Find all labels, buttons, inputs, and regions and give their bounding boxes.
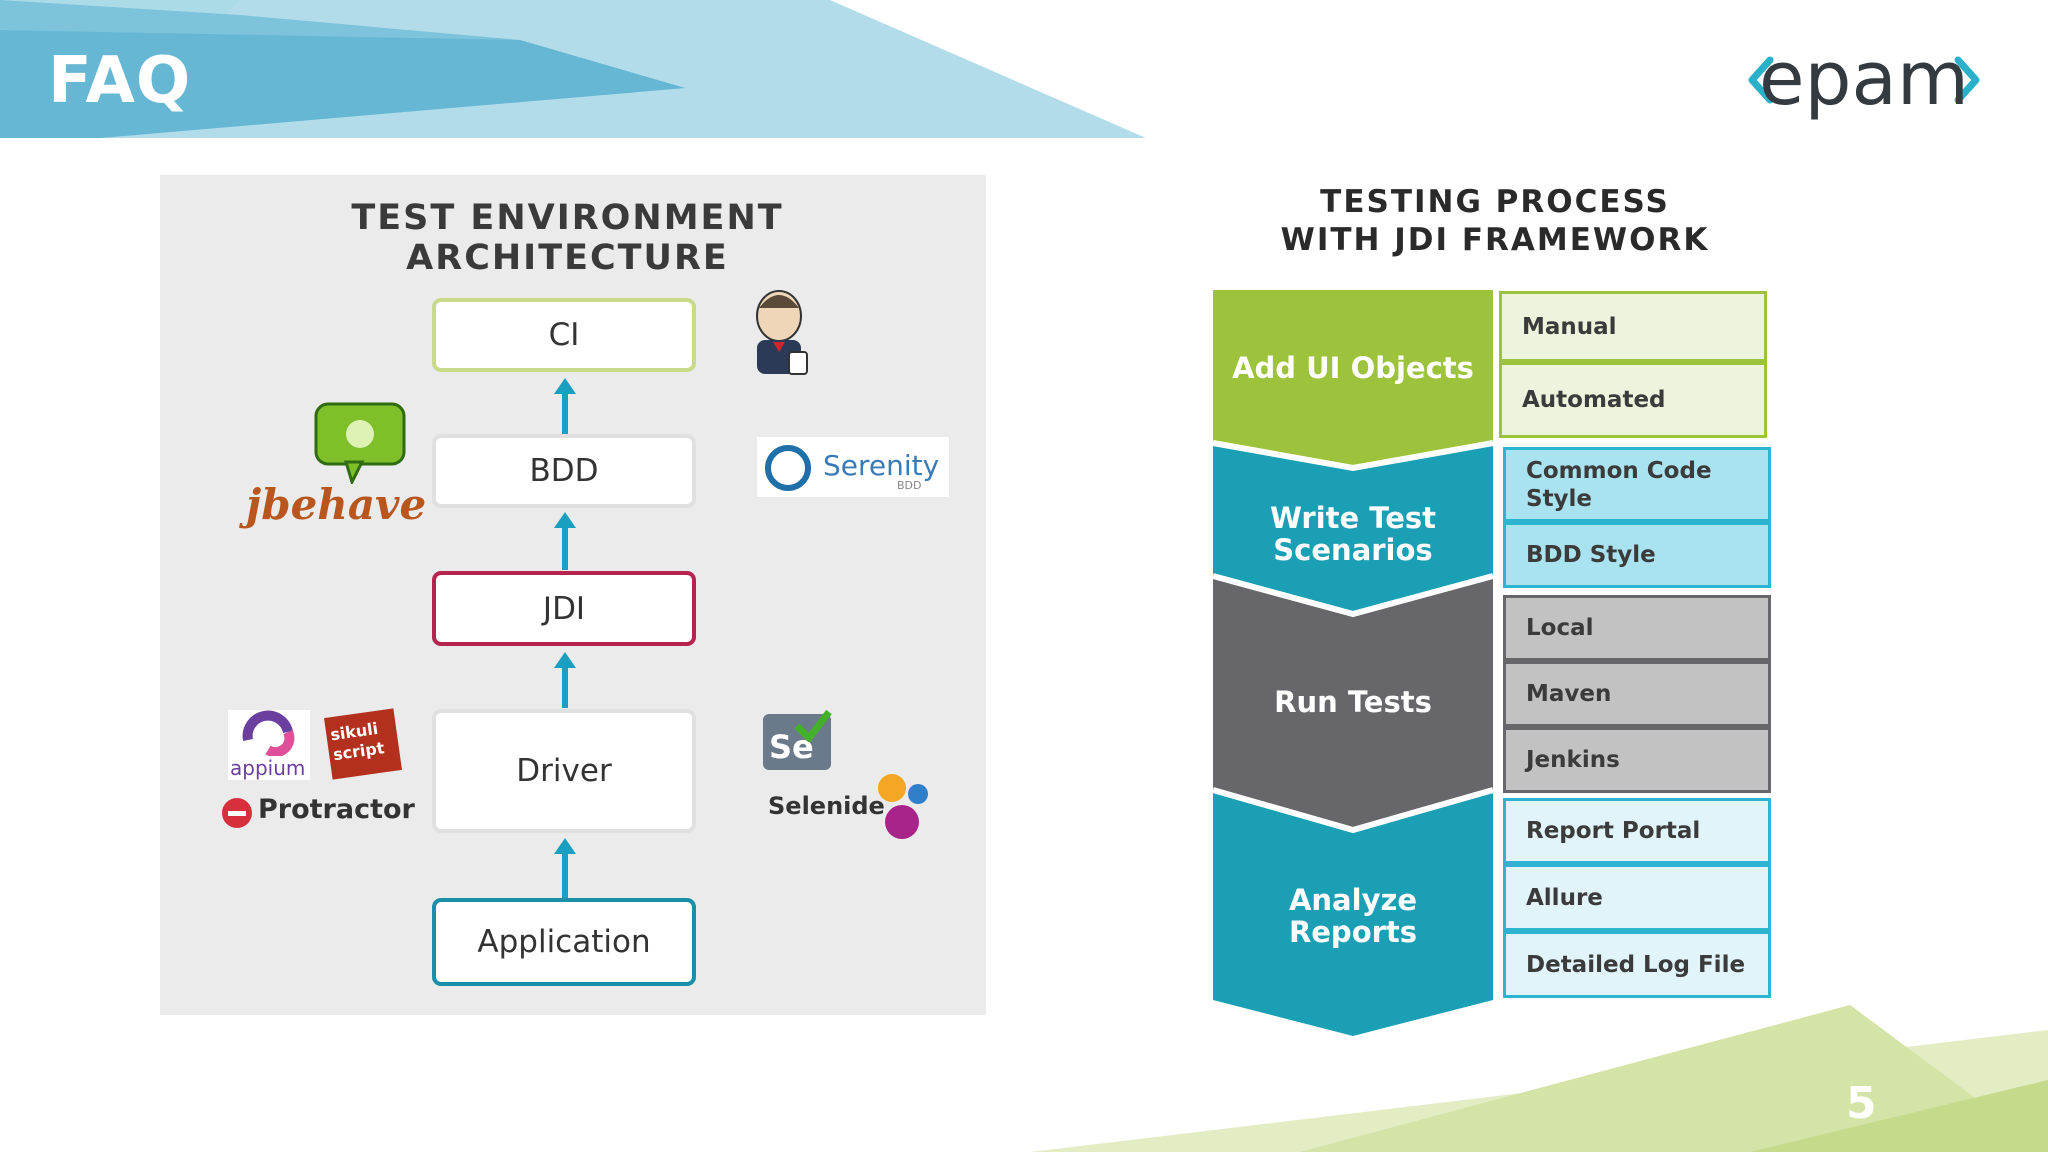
layer-ci-label: CI	[548, 317, 580, 353]
selenide-logo-text: Selenide	[768, 792, 885, 820]
item-local: Local	[1503, 595, 1771, 661]
arrow-up-icon	[554, 838, 576, 898]
stage-run-tests-shape	[1213, 576, 1493, 830]
layer-ci: CI	[432, 298, 696, 372]
item-manual-label: Manual	[1522, 313, 1617, 340]
checkmark-icon	[794, 709, 832, 742]
selenium-logo: Se	[763, 709, 832, 770]
stage-add-ui-objects-label: Add UI Objects	[1232, 351, 1474, 385]
arrow-up-icon	[554, 512, 576, 570]
item-common-code-style-label: Common Code Style	[1526, 457, 1712, 512]
layer-driver: Driver	[432, 709, 696, 833]
item-allure: Allure	[1503, 864, 1771, 931]
item-bdd-style-label: BDD Style	[1526, 542, 1656, 568]
layer-bdd: BDD	[432, 434, 696, 508]
stage-analyze-reports-label: Analyze Reports	[1288, 883, 1418, 949]
selenide-bubbles-icon	[878, 774, 928, 839]
stage-run-tests-label: Run Tests	[1274, 685, 1432, 719]
item-local-label: Local	[1526, 615, 1594, 641]
stage-write-test-scenarios-label: Write Test Scenarios	[1269, 501, 1437, 567]
item-automated: Automated	[1499, 362, 1767, 438]
item-bdd-style: BDD Style	[1503, 522, 1771, 588]
appium-logo: appium	[228, 710, 310, 780]
layer-driver-label: Driver	[516, 753, 612, 789]
process-title: TESTING PROCESS WITH JDI FRAMEWORK	[1195, 183, 1795, 259]
epam-logo: epam	[1748, 36, 1980, 122]
serenity-logo: Serenity BDD	[757, 437, 949, 497]
arrow-up-icon	[554, 378, 576, 434]
layer-application-label: Application	[477, 924, 651, 960]
item-report-portal: Report Portal	[1503, 798, 1771, 864]
item-detailed-log-file-label: Detailed Log File	[1526, 951, 1746, 978]
item-allure-label: Allure	[1526, 884, 1603, 911]
protractor-logo-text: Protractor	[258, 794, 415, 825]
stage-write-test-scenarios-shape	[1213, 443, 1493, 614]
appium-icon	[242, 710, 295, 756]
jbehave-logo: jbehave	[246, 480, 427, 529]
stage-add-ui-objects-shape	[1213, 290, 1493, 468]
item-report-portal-label: Report Portal	[1526, 818, 1701, 844]
slide-title: FAQ	[48, 44, 192, 118]
serenity-logo-text: Serenity	[823, 449, 940, 482]
layer-jdi-label: JDI	[542, 590, 586, 627]
layer-application: Application	[432, 898, 696, 986]
appium-logo-text: appium	[230, 756, 306, 780]
item-manual: Manual	[1499, 291, 1767, 362]
item-maven: Maven	[1503, 661, 1771, 727]
stage-analyze-reports-shape	[1213, 790, 1493, 1036]
arrow-up-icon	[554, 652, 576, 708]
layer-jdi: JDI	[432, 571, 696, 646]
layer-bdd-label: BDD	[529, 453, 599, 489]
serenity-logo-subtext: BDD	[897, 479, 922, 492]
architecture-title-line1: TEST ENVIRONMENT	[351, 198, 784, 238]
item-jenkins: Jenkins	[1503, 727, 1771, 793]
protractor-icon	[222, 798, 252, 828]
item-maven-label: Maven	[1526, 681, 1612, 707]
item-detailed-log-file: Detailed Log File	[1503, 931, 1771, 998]
process-title-line2: WITH JDI FRAMEWORK	[1280, 222, 1710, 258]
epam-logo-text: epam	[1759, 36, 1969, 122]
item-jenkins-label: Jenkins	[1526, 747, 1620, 773]
architecture-title-line2: ARCHITECTURE	[406, 238, 729, 278]
jbehave-bubble-icon	[314, 402, 406, 484]
process-title-line1: TESTING PROCESS	[1320, 184, 1670, 220]
architecture-title: TEST ENVIRONMENT ARCHITECTURE	[340, 198, 795, 278]
item-common-code-style: Common Code Style	[1503, 447, 1771, 522]
serenity-swirl-icon	[765, 445, 811, 491]
page-number: 5	[1846, 1078, 1877, 1129]
item-automated-label: Automated	[1522, 387, 1666, 413]
jenkins-icon	[756, 290, 808, 375]
